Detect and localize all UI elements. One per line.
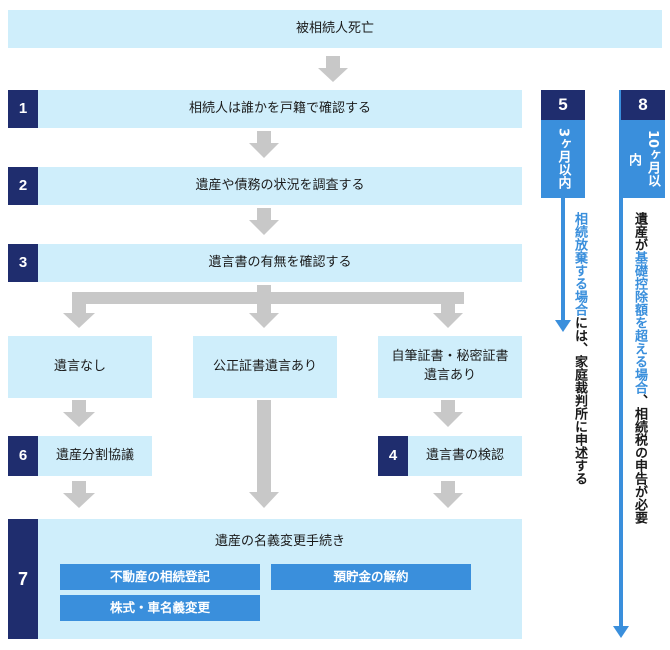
step-number: 1: [8, 90, 38, 128]
deadline-8-header: 8 10ヶ月以内: [621, 90, 665, 198]
step-3-box: 3 遺言書の有無を確認する: [8, 244, 522, 282]
step-2-box: 2 遺産や債務の状況を調査する: [8, 167, 522, 205]
holographic-will-label-line1: 自筆証書・秘密証書: [391, 349, 509, 365]
step-number: 2: [8, 167, 38, 205]
tag-real-estate-registration: 不動産の相続登記: [60, 564, 260, 590]
arrow-1-to-2: [249, 131, 279, 158]
arrow-2-to-3: [249, 208, 279, 235]
step-7-label: 遺産の名義変更手続き: [214, 534, 345, 549]
no-will-label: 遺言なし: [53, 358, 106, 374]
deadline-arrow-8: [613, 90, 629, 638]
deadline-period: 3ヶ月以内: [541, 120, 585, 198]
deadline-8-note-text-2: 、相続税の申告が必要: [632, 394, 647, 524]
step-1-label: 相続人は誰かを戸籍で確認する: [188, 100, 371, 116]
deadline-period: 10ヶ月以内: [621, 120, 665, 198]
step-7-box: 7 遺産の名義変更手続き 不動産の相続登記 預貯金の解約 株式・車名義変更: [8, 519, 522, 639]
deadline-8-note-highlight: 基礎控除額を超える場合: [632, 251, 647, 394]
tag-bank-account-closure: 預貯金の解約: [271, 564, 471, 590]
step-number: 7: [8, 519, 38, 639]
arrow-3-branch: [63, 285, 464, 328]
deadline-8-note-text-1: 遺産が: [632, 212, 647, 251]
tag-stock-vehicle-transfer: 株式・車名義変更: [60, 595, 260, 621]
step-6-box: 6 遺産分割協議: [8, 436, 152, 476]
deadline-5-header: 5 3ヶ月以内: [541, 90, 585, 198]
deadline-5-note-text: には、家庭裁判所に申述する: [572, 316, 587, 485]
deadline-8-note: 遺産が基礎控除額を超える場合、相続税の申告が必要: [630, 212, 648, 632]
arrow-none-to-6: [63, 400, 95, 427]
step-2-label: 遺産や債務の状況を調査する: [195, 177, 365, 193]
step-number: 4: [378, 436, 408, 476]
arrow-holo-to-4: [433, 400, 463, 427]
holographic-will-box: 自筆証書・秘密証書 遺言あり: [378, 336, 522, 398]
step-number: 6: [8, 436, 38, 476]
arrow-4-to-7: [433, 481, 463, 508]
holographic-will-label-line2: 遺言あり: [423, 368, 476, 383]
death-box: 被相続人死亡: [8, 10, 662, 48]
deadline-5-note-highlight: 相続放棄する場合: [572, 212, 587, 316]
deadline-number: 5: [558, 95, 568, 114]
step-4-label: 遺言書の検認: [425, 447, 504, 463]
deadline-5-note: 相続放棄する場合には、家庭裁判所に申述する: [570, 212, 588, 542]
arrow-death-to-1: [318, 56, 348, 82]
step-1-box: 1 相続人は誰かを戸籍で確認する: [8, 90, 522, 128]
deadline-arrow-5: [555, 90, 571, 332]
step-4-box: 4 遺言書の検認: [378, 436, 522, 476]
step-3-label: 遺言書の有無を確認する: [208, 254, 352, 270]
no-will-box: 遺言なし: [8, 336, 152, 398]
arrow-6-to-7: [63, 481, 95, 508]
arrow-notary-to-7: [249, 400, 279, 508]
deadline-number: 8: [638, 95, 648, 114]
notarial-will-box: 公正証書遺言あり: [193, 336, 337, 398]
step-number: 3: [8, 244, 38, 282]
death-label: 被相続人死亡: [295, 20, 374, 36]
notarial-will-label: 公正証書遺言あり: [212, 358, 317, 374]
step-6-label: 遺産分割協議: [55, 447, 134, 463]
